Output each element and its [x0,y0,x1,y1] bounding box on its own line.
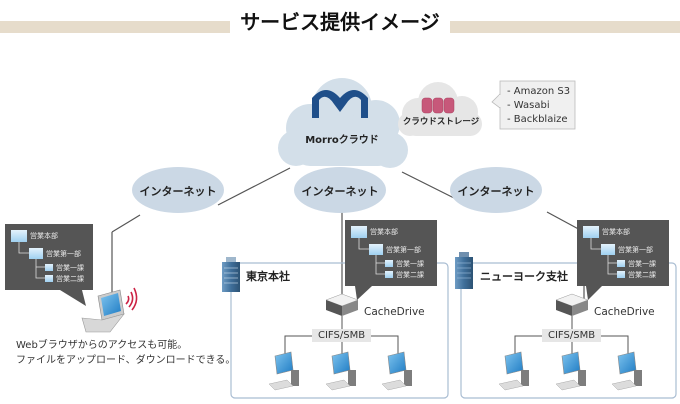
provider-list: - Amazon S3 - Wasabi - Backblaize [507,85,570,127]
folder-icon [29,248,43,259]
folder-tree-laptop: 営業本部営業第一部営業一課営業二課 [5,224,97,290]
folder-label: 営業一課 [396,259,424,268]
building-icon-newyork [455,252,473,289]
folder-label: 営業本部 [602,228,630,236]
laptop-note: Webブラウザからのアクセスも可能。 ファイルをアップロード、ダウンロードできる… [16,338,235,368]
folder-icon [45,264,53,271]
laptop-note-line: ファイルをアップロード、ダウンロードできる。 [16,355,236,366]
provider-item: - Amazon S3 [507,86,571,97]
pc-group [268,351,642,391]
pc-icon [555,351,586,391]
line-internet-left-to-laptop-a [111,214,141,233]
folder-tree-tokyo: 営業本部営業第一部営業一課営業二課 [345,220,437,286]
internet-node-center [294,167,386,213]
cachedrive-server-icon-newyork [555,293,589,316]
provider-item: - Backblaize [507,114,568,125]
folder-icon [351,226,367,238]
protocol-label-newyork: CIFS/SMB [542,329,602,342]
laptop-icon [81,289,125,333]
office-border-tokyo [230,262,449,399]
folder-icon [385,260,393,267]
pc-icon [498,351,529,391]
morro-logo-icon [312,90,368,118]
folder-label: 営業本部 [370,228,398,236]
pc-icon [325,351,356,391]
morro-cloud-label: Morroクラウド [305,135,379,146]
building-icon-tokyo [222,257,240,292]
storage-label: クラウドストレージ [402,117,480,127]
folder-label: 営業二課 [56,274,84,283]
internet-node-left [132,167,224,213]
folder-tree-newyork: 営業本部営業第一部営業一課営業二課 [577,220,669,286]
morro-cloud [278,78,408,168]
office-name-newyork: ニューヨーク支社 [480,270,568,283]
protocol-label-tokyo: CIFS/SMB [312,329,372,342]
wifi-signal-icon [125,287,138,311]
folder-label: 営業二課 [628,270,656,279]
cachedrive-label-newyork: CacheDrive [594,306,655,318]
cachedrive-server-icon-tokyo [325,293,359,316]
folder-icon [601,244,615,255]
internet-node-right [450,167,542,213]
connectors [111,167,585,300]
folder-icon [45,275,53,282]
database-icon [421,97,455,114]
internet-label-left: インターネット [139,185,217,198]
folder-label: 営業本部 [30,232,58,240]
line-cloud-to-internet-left [217,167,291,206]
folder-label: 営業一課 [56,263,84,272]
folder-label: 営業第一部 [46,249,81,258]
page-title: サービス提供イメージ [0,6,680,35]
folder-label: 営業二課 [396,270,424,279]
office-border-newyork [460,262,677,399]
folder-label: 営業第一部 [618,245,653,254]
pc-icon [381,351,412,391]
office-name-tokyo: 東京本社 [246,270,290,283]
laptop-note-line: Webブラウザからのアクセスも可能。 [16,340,188,351]
folder-label: 営業第一部 [386,245,421,254]
provider-item: - Wasabi [507,100,550,111]
folder-icon [385,271,393,278]
cachedrive-label-tokyo: CacheDrive [364,306,425,318]
folder-label: 営業一課 [628,259,656,268]
pc-icon [611,351,642,391]
folder-icon [583,226,599,238]
folder-icon [617,260,625,267]
folder-icon [369,244,383,255]
internet-label-right: インターネット [457,185,535,198]
folder-icon [617,271,625,278]
internet-label-center: インターネット [301,185,379,198]
provider-callout [491,80,576,130]
pc-icon [268,351,299,391]
folder-icon [11,230,27,242]
